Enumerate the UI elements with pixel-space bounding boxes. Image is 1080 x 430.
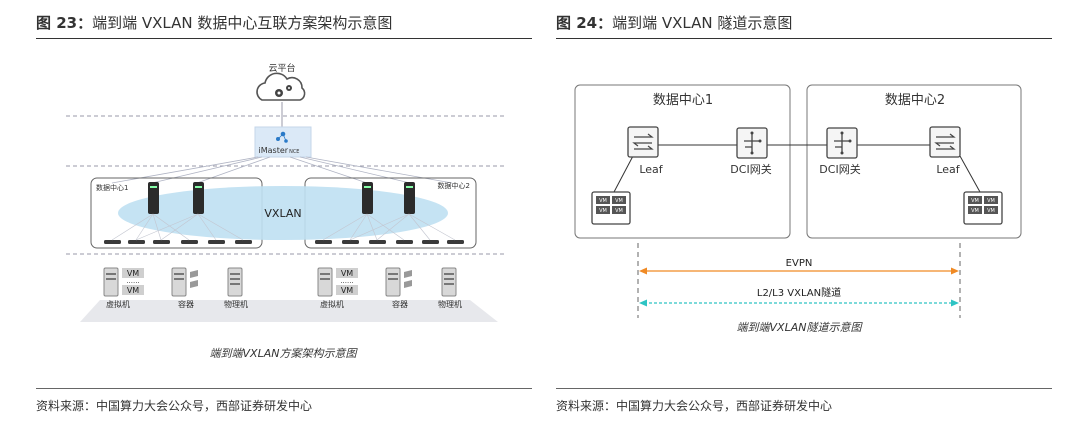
data-center-1-label: 数据中心1 xyxy=(653,93,713,108)
vxlan-tunnel-arrow xyxy=(639,300,959,307)
vm-label: VM xyxy=(987,198,995,204)
vm-label: VM xyxy=(127,286,139,295)
host-label: 容器 xyxy=(178,299,194,309)
figure-24-bottom-rule xyxy=(556,388,1052,389)
vm-label: VM xyxy=(599,198,607,204)
evpn-label: EVPN xyxy=(786,258,813,269)
figure-24-source: 资料来源：中国算力大会公众号，西部证券研发中心 xyxy=(556,397,832,414)
leaf-2-label: Leaf xyxy=(936,163,960,176)
imaster-label: iMaster xyxy=(259,146,289,155)
vxlan-label: VXLAN xyxy=(264,207,301,220)
dci-gateway-1-label: DCI网关 xyxy=(730,162,771,176)
vm-label: VM xyxy=(615,198,623,204)
host-group-1: VM ...... VM xyxy=(104,268,242,296)
container-icon xyxy=(404,270,412,288)
nce-label: NCE xyxy=(289,149,299,155)
vm-label: VM xyxy=(971,208,979,214)
data-center-2-label: 数据中心2 xyxy=(885,93,945,108)
server-icon xyxy=(318,268,332,296)
vm-label: VM xyxy=(971,198,979,204)
data-center-1-label: 数据中心1 xyxy=(96,183,128,192)
server-icon xyxy=(172,268,186,296)
figure-23: 图 23：端到端 VXLAN 数据中心互联方案架构示意图 云平台 iMaster… xyxy=(0,0,540,430)
server-icon xyxy=(386,268,400,296)
figure-23-caption: 端到端VXLAN方案架构示意图 xyxy=(210,347,359,360)
host-label: 物理机 xyxy=(438,299,462,309)
dci-gateway-icon xyxy=(737,128,767,158)
leaf-switch-icon xyxy=(930,127,960,157)
vxlan-tunnel-label: L2/L3 VXLAN隧道 xyxy=(757,286,841,299)
vm-label: VM xyxy=(615,208,623,214)
architecture-diagram: 云平台 iMasterNCE xyxy=(0,0,540,430)
vm-host-icon: VM VM VM VM xyxy=(964,192,1002,224)
host-label: 虚拟机 xyxy=(106,299,130,309)
data-center-2-label: 数据中心2 xyxy=(438,181,470,190)
cloud-platform-label: 云平台 xyxy=(268,62,295,74)
server-icon xyxy=(442,268,456,296)
vm-separator: ...... xyxy=(126,277,139,285)
figure-23-bottom-rule xyxy=(36,388,532,389)
dci-gateway-icon xyxy=(827,128,857,158)
vm-separator: ...... xyxy=(340,277,353,285)
vm-label: VM xyxy=(341,286,353,295)
vm-label: VM xyxy=(987,208,995,214)
vm-label: VM xyxy=(599,208,607,214)
tunnel-diagram: 数据中心1 数据中心2 Leaf DCI网关 xyxy=(550,0,1080,430)
host-group-2: VM ...... VM xyxy=(318,268,456,296)
server-icon xyxy=(228,268,242,296)
figure-24-caption: 端到端VXLAN隧道示意图 xyxy=(737,321,864,334)
container-icon xyxy=(190,270,198,288)
leaf-switch-icon xyxy=(628,127,658,157)
server-icon xyxy=(104,268,118,296)
figure-24: 图 24：端到端 VXLAN 隧道示意图 数据中心1 数据中心2 Leaf xyxy=(550,0,1080,430)
controller-links xyxy=(112,157,452,183)
dci-gateway-2-label: DCI网关 xyxy=(819,162,860,176)
host-label: 虚拟机 xyxy=(320,299,344,309)
leaf-switch-icon xyxy=(104,240,464,244)
host-platform xyxy=(80,300,498,322)
cloud-gear-icon xyxy=(257,73,305,100)
host-label: 容器 xyxy=(392,299,408,309)
leaf-1-label: Leaf xyxy=(639,163,663,176)
vm-host-icon: VM VM VM VM xyxy=(592,192,630,224)
figure-23-source: 资料来源：中国算力大会公众号，西部证券研发中心 xyxy=(36,397,312,414)
host-label: 物理机 xyxy=(224,299,248,309)
